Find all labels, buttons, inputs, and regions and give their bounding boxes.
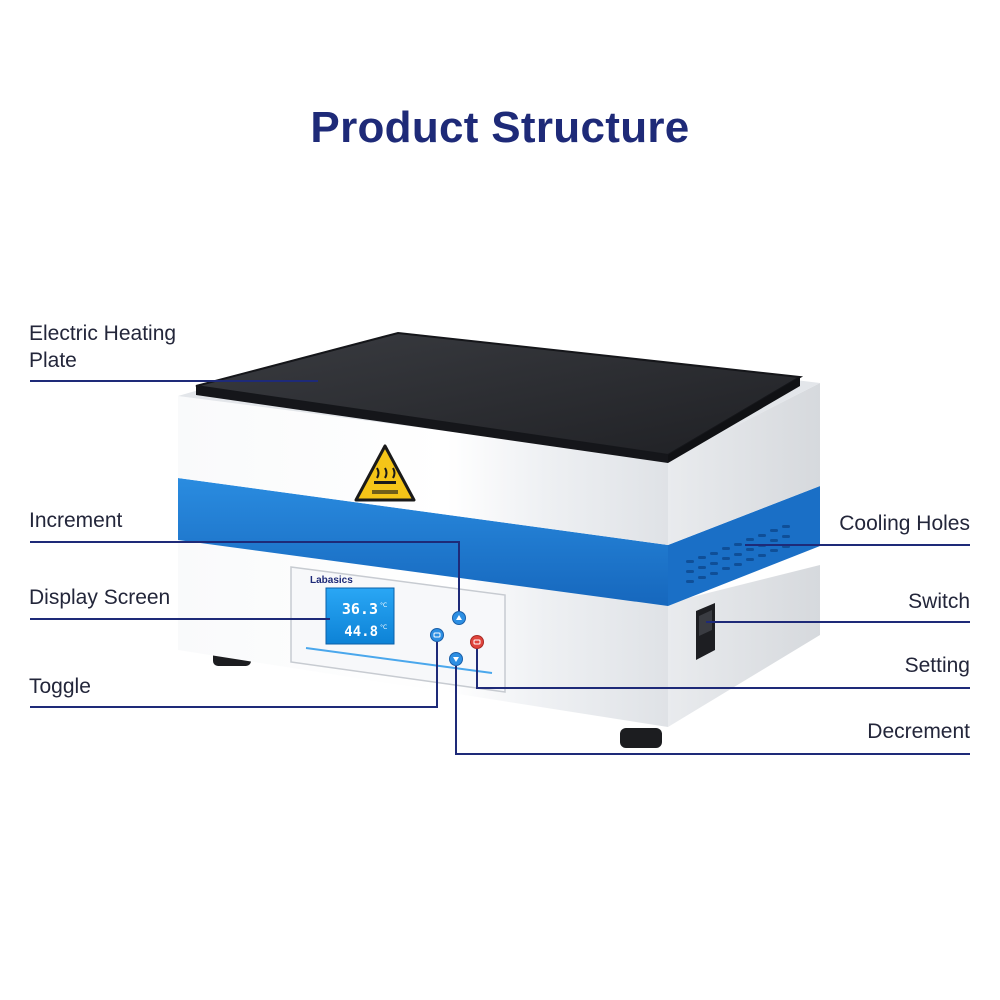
- display-unit-bottom: °C: [380, 624, 387, 631]
- label-heating-plate: Electric Heating Plate: [29, 320, 176, 374]
- label-increment: Increment: [29, 509, 123, 532]
- leader-decrement: [455, 666, 970, 755]
- side-face-upper: [668, 383, 820, 545]
- label-switch: Switch: [908, 590, 970, 613]
- cooling-holes: [686, 525, 790, 583]
- brand-logo: Labasics: [310, 575, 353, 586]
- front-face-upper: [178, 396, 668, 545]
- display-unit-top: °C: [380, 602, 387, 609]
- increment-button[interactable]: [452, 611, 466, 625]
- label-heating-plate-line1: Electric Heating: [29, 322, 177, 345]
- leader-lines: [30, 380, 970, 755]
- leader-toggle: [30, 642, 438, 708]
- label-cooling-holes: Cooling Holes: [839, 512, 970, 535]
- power-switch[interactable]: [696, 603, 715, 660]
- label-display-screen: Display Screen: [29, 586, 171, 609]
- side-face-lower: [668, 565, 820, 727]
- display-reading-bottom: 44.8: [344, 624, 378, 640]
- display-reading-top: 36.3: [342, 600, 378, 618]
- hot-surface-warning-icon: [354, 444, 416, 502]
- page-title: Product Structure: [310, 103, 690, 152]
- label-setting: Setting: [904, 654, 970, 677]
- panel-accent-line: [305, 647, 493, 674]
- foot-front: [620, 728, 662, 748]
- leader-increment: [30, 541, 460, 611]
- heating-plate-side-edge: [668, 377, 800, 463]
- label-decrement: Decrement: [867, 720, 970, 743]
- display-screen: [325, 587, 395, 645]
- leader-setting: [476, 649, 970, 689]
- label-heating-plate-line2: Plate: [29, 349, 77, 372]
- blue-band-side: [668, 486, 820, 606]
- heating-plate-edge: [196, 386, 668, 463]
- toggle-button[interactable]: [430, 628, 444, 642]
- setting-button[interactable]: [470, 635, 484, 649]
- decrement-button[interactable]: [449, 652, 463, 666]
- label-toggle: Toggle: [29, 675, 91, 698]
